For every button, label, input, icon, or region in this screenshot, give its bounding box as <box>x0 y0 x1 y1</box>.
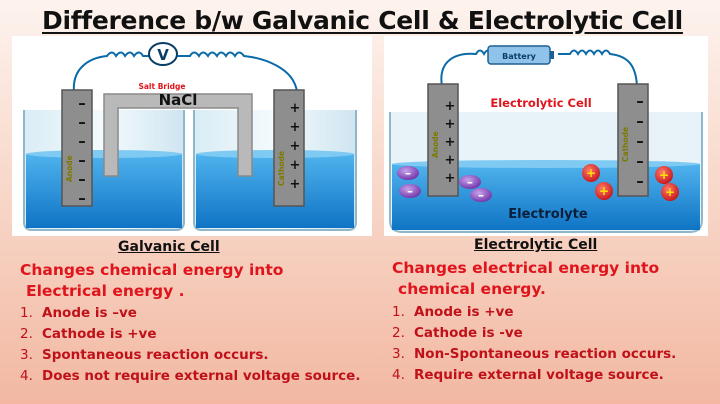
svg-text:–: – <box>78 170 86 188</box>
point-text: Require external voltage source. <box>414 367 664 383</box>
svg-text:–: – <box>78 94 86 112</box>
svg-text:–: – <box>478 188 484 202</box>
voltmeter-icon <box>148 42 178 66</box>
cathode-electrode <box>617 83 649 197</box>
point-text: Anode is +ve <box>414 304 514 320</box>
wire-left <box>72 51 150 93</box>
svg-text:–: – <box>636 172 644 190</box>
point-item: 4. Require external voltage source. <box>392 365 676 386</box>
point-number: 4. <box>20 368 33 384</box>
galvanic-description-line2: Electrical energy . <box>26 282 185 300</box>
battery-icon <box>487 45 554 65</box>
point-number: 1. <box>392 304 405 320</box>
point-text: Cathode is +ve <box>42 326 157 342</box>
point-item: 1. Anode is –ve <box>20 303 360 324</box>
svg-text:–: – <box>407 184 413 198</box>
point-number: 3. <box>20 347 33 363</box>
svg-text:+: + <box>665 185 675 199</box>
point-text: Does not require external voltage source… <box>42 368 361 384</box>
anode-electrode <box>427 83 459 197</box>
svg-text:–: – <box>405 166 411 180</box>
electrolyte-label: Electrolyte <box>508 207 588 222</box>
svg-text:+: + <box>445 171 456 186</box>
anode-electrode <box>61 89 93 207</box>
galvanic-cell-name: Galvanic Cell <box>118 239 220 255</box>
svg-text:+: + <box>445 135 456 150</box>
galvanic-description-line1: Changes chemical energy into <box>20 261 284 279</box>
point-item: 2. Cathode is -ve <box>392 323 676 344</box>
svg-text:–: – <box>467 175 473 189</box>
point-item: 3. Non-Spontaneous reaction occurs. <box>392 344 676 365</box>
svg-text:+: + <box>290 139 301 154</box>
svg-text:+: + <box>445 99 456 114</box>
anode-label: Anode <box>431 131 440 158</box>
point-item: 2. Cathode is +ve <box>20 324 360 345</box>
electrolytic-points: 1. Anode is +ve 2. Cathode is -ve 3. Non-Spon… <box>392 302 676 386</box>
svg-text:+: + <box>290 177 301 192</box>
point-text: Spontaneous reaction occurs. <box>42 347 269 363</box>
anode-label: Anode <box>65 155 74 182</box>
point-number: 2. <box>392 325 405 341</box>
point-text: Cathode is -ve <box>414 325 523 341</box>
galvanic-points: 1. Anode is –ve 2. Cathode is +ve 3. Spontane… <box>20 303 360 387</box>
point-item: 1. Anode is +ve <box>392 302 676 323</box>
svg-text:–: – <box>78 113 86 131</box>
cathode-electrode <box>273 89 305 207</box>
cathode-label: Cathode <box>621 127 630 162</box>
svg-text:+: + <box>599 184 609 198</box>
cathode-charges: + + + + + <box>290 101 301 192</box>
svg-text:+: + <box>290 158 301 173</box>
anode-charges: ––– ––– <box>78 94 86 207</box>
svg-text:+: + <box>290 120 301 135</box>
cell-title: Electrolytic Cell <box>490 96 591 110</box>
point-item: 3. Spontaneous reaction occurs. <box>20 345 360 366</box>
svg-text:–: – <box>78 189 86 207</box>
electrolytic-cell-name: Electrolytic Cell <box>474 237 598 253</box>
battery-label: Battery <box>502 52 537 61</box>
salt-bridge-label: Salt Bridge <box>138 82 185 91</box>
svg-text:–: – <box>78 132 86 150</box>
anode-charges: + + + + + <box>445 99 456 186</box>
salt-bridge <box>103 93 253 177</box>
point-number: 1. <box>20 305 33 321</box>
svg-text:+: + <box>659 168 669 182</box>
electrolytic-description-line1: Changes electrical energy into <box>392 259 660 277</box>
anions <box>397 166 492 202</box>
cathode-charges: – – – – – <box>636 92 644 190</box>
svg-text:–: – <box>636 92 644 110</box>
svg-text:+: + <box>586 166 596 180</box>
point-number: 4. <box>392 367 405 383</box>
point-text: Non-Spontaneous reaction occurs. <box>414 346 677 362</box>
electrolytic-description-line2: chemical energy. <box>398 280 546 298</box>
page-title: Difference b/w Galvanic Cell & Electroly… <box>42 6 683 35</box>
svg-text:–: – <box>636 112 644 130</box>
point-number: 2. <box>20 326 33 342</box>
cations <box>582 164 679 201</box>
svg-text:–: – <box>636 132 644 150</box>
galvanic-description: Changes chemical energy into Electrical … <box>20 260 283 302</box>
point-text: Anode is –ve <box>42 305 137 321</box>
galvanic-cell-diagram: V Salt Bridge NaCl Anode ––– ––– Cathode <box>12 36 372 236</box>
salt-bridge-compound: NaCl <box>159 91 198 109</box>
svg-text:+: + <box>445 117 456 132</box>
point-item: 4. Does not require external voltage sour… <box>20 366 360 387</box>
svg-text:+: + <box>290 101 301 116</box>
wire-right <box>177 51 298 93</box>
electrolytic-cell-diagram: Battery Electrolytic Cell Anode +++ ++ C… <box>384 36 708 236</box>
svg-text:–: – <box>78 151 86 169</box>
electrolytic-cell-illustration: Battery Electrolytic Cell Anode +++ ++ C… <box>389 45 703 233</box>
point-number: 3. <box>392 346 405 362</box>
electrolytic-description: Changes electrical energy into chemical … <box>392 258 659 300</box>
svg-text:+: + <box>445 153 456 168</box>
cathode-label: Cathode <box>277 151 286 186</box>
svg-text:–: – <box>636 152 644 170</box>
galvanic-cell-illustration: V Salt Bridge NaCl Anode ––– ––– Cathode <box>23 42 357 231</box>
wire-right <box>558 49 638 87</box>
voltmeter-label: V <box>157 46 169 64</box>
